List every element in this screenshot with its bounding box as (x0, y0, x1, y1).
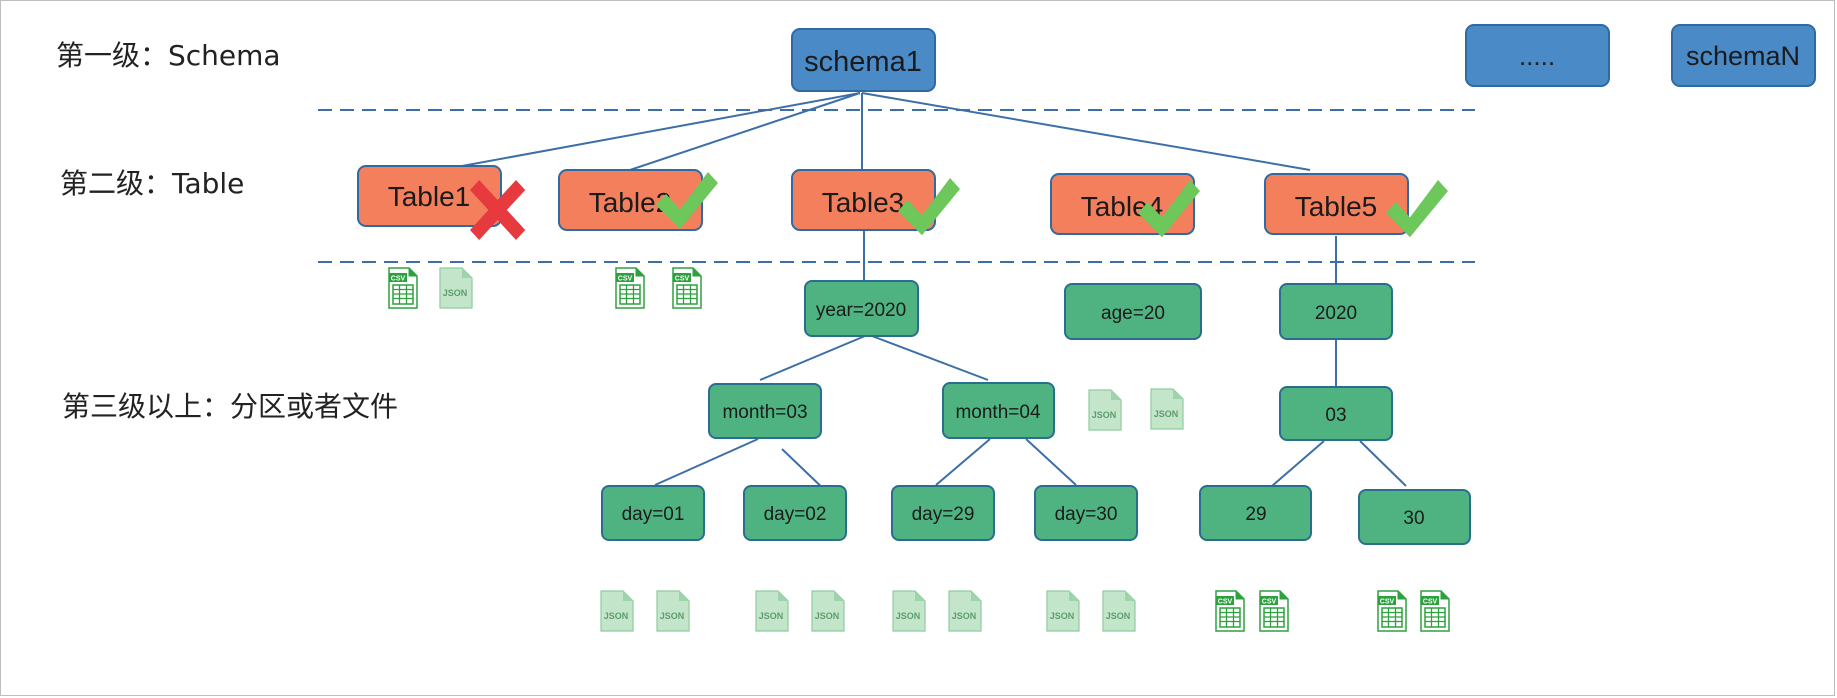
edge-schema1-table5 (861, 92, 1311, 171)
partition-node-age20[interactable]: age=20 (1064, 283, 1202, 340)
partition-node-day02[interactable]: day=02 (743, 485, 847, 541)
month04-label: month=04 (955, 402, 1040, 423)
edge-year-month03 (759, 335, 866, 381)
edge-month04-day29 (935, 438, 991, 486)
p29-csv-file-icon-1[interactable] (1215, 590, 1245, 632)
partition-node-day30[interactable]: day=30 (1034, 485, 1138, 541)
edge-year-month04 (871, 335, 989, 381)
schema-node-schemaN[interactable]: schemaN (1671, 24, 1816, 87)
partition-node-30[interactable]: 30 (1358, 489, 1471, 545)
table-node-table1[interactable]: Table1 (357, 165, 502, 227)
partition-node-month03[interactable]: month=03 (708, 383, 822, 439)
year2020-label: year=2020 (816, 300, 906, 321)
p29-csv-file-icon-2[interactable] (1259, 590, 1289, 632)
level3-label: 第三级以上：分区或者文件 (62, 390, 398, 423)
partition-node-2020[interactable]: 2020 (1279, 283, 1393, 340)
day01-json-file-icon-2[interactable] (656, 590, 690, 632)
day02-json-file-icon-2[interactable] (811, 590, 845, 632)
day01-json-file-icon-1[interactable] (600, 590, 634, 632)
edge-03-30 (1359, 440, 1407, 487)
p03-label: 03 (1325, 405, 1346, 426)
age20-json-file-icon-2[interactable] (1150, 388, 1184, 430)
month03-label: month=03 (722, 402, 807, 423)
partition-node-03[interactable]: 03 (1279, 386, 1393, 441)
edge-schema1-table2 (629, 92, 861, 171)
day29-label: day=29 (912, 504, 975, 525)
day30-json-file-icon-2[interactable] (1102, 590, 1136, 632)
schemaN-label: schemaN (1686, 41, 1800, 71)
p30-label: 30 (1403, 508, 1424, 529)
table2-csv-file-icon-1[interactable] (615, 267, 645, 309)
day29-json-file-icon-2[interactable] (948, 590, 982, 632)
partition-node-day01[interactable]: day=01 (601, 485, 705, 541)
age20-label: age=20 (1101, 303, 1165, 324)
p30-csv-file-icon-1[interactable] (1377, 590, 1407, 632)
partition-node-29[interactable]: 29 (1199, 485, 1312, 541)
day30-label: day=30 (1055, 504, 1118, 525)
table1-csv-file-icon[interactable] (388, 267, 418, 309)
partition-node-year2020[interactable]: year=2020 (804, 280, 919, 337)
table2-csv-file-icon-2[interactable] (672, 267, 702, 309)
table-node-table5[interactable]: Table5 (1264, 173, 1409, 235)
p30-csv-file-icon-2[interactable] (1420, 590, 1450, 632)
table2-label: Table2 (589, 187, 672, 218)
day29-json-file-icon-1[interactable] (892, 590, 926, 632)
schema-node-ellipsis[interactable]: ..... (1465, 24, 1610, 87)
ellipsis-label: ..... (1519, 41, 1555, 71)
level1-label: 第一级：Schema (56, 39, 281, 72)
edge-schema1-table1 (461, 92, 861, 167)
day01-label: day=01 (622, 504, 685, 525)
level2-label: 第二级：Table (60, 167, 244, 200)
table3-label: Table3 (822, 187, 905, 218)
edge-03-29 (1271, 440, 1325, 487)
day30-json-file-icon-1[interactable] (1046, 590, 1080, 632)
table5-label: Table5 (1295, 191, 1378, 222)
partition-node-day29[interactable]: day=29 (891, 485, 995, 541)
edges (461, 92, 1407, 496)
day02-json-file-icon-1[interactable] (755, 590, 789, 632)
day02-label: day=02 (764, 504, 827, 525)
partition-node-month04[interactable]: month=04 (942, 382, 1055, 439)
table1-json-file-icon[interactable] (439, 267, 473, 309)
schema1-label: schema1 (804, 46, 922, 78)
p29-label: 29 (1245, 504, 1266, 525)
schema-node-schema1[interactable]: schema1 (791, 28, 936, 92)
table1-label: Table1 (388, 181, 471, 212)
age20-json-file-icon-1[interactable] (1088, 389, 1122, 431)
edge-month03-day01 (654, 438, 759, 486)
p2020-label: 2020 (1315, 303, 1357, 324)
edge-month04-day30 (1025, 438, 1077, 486)
